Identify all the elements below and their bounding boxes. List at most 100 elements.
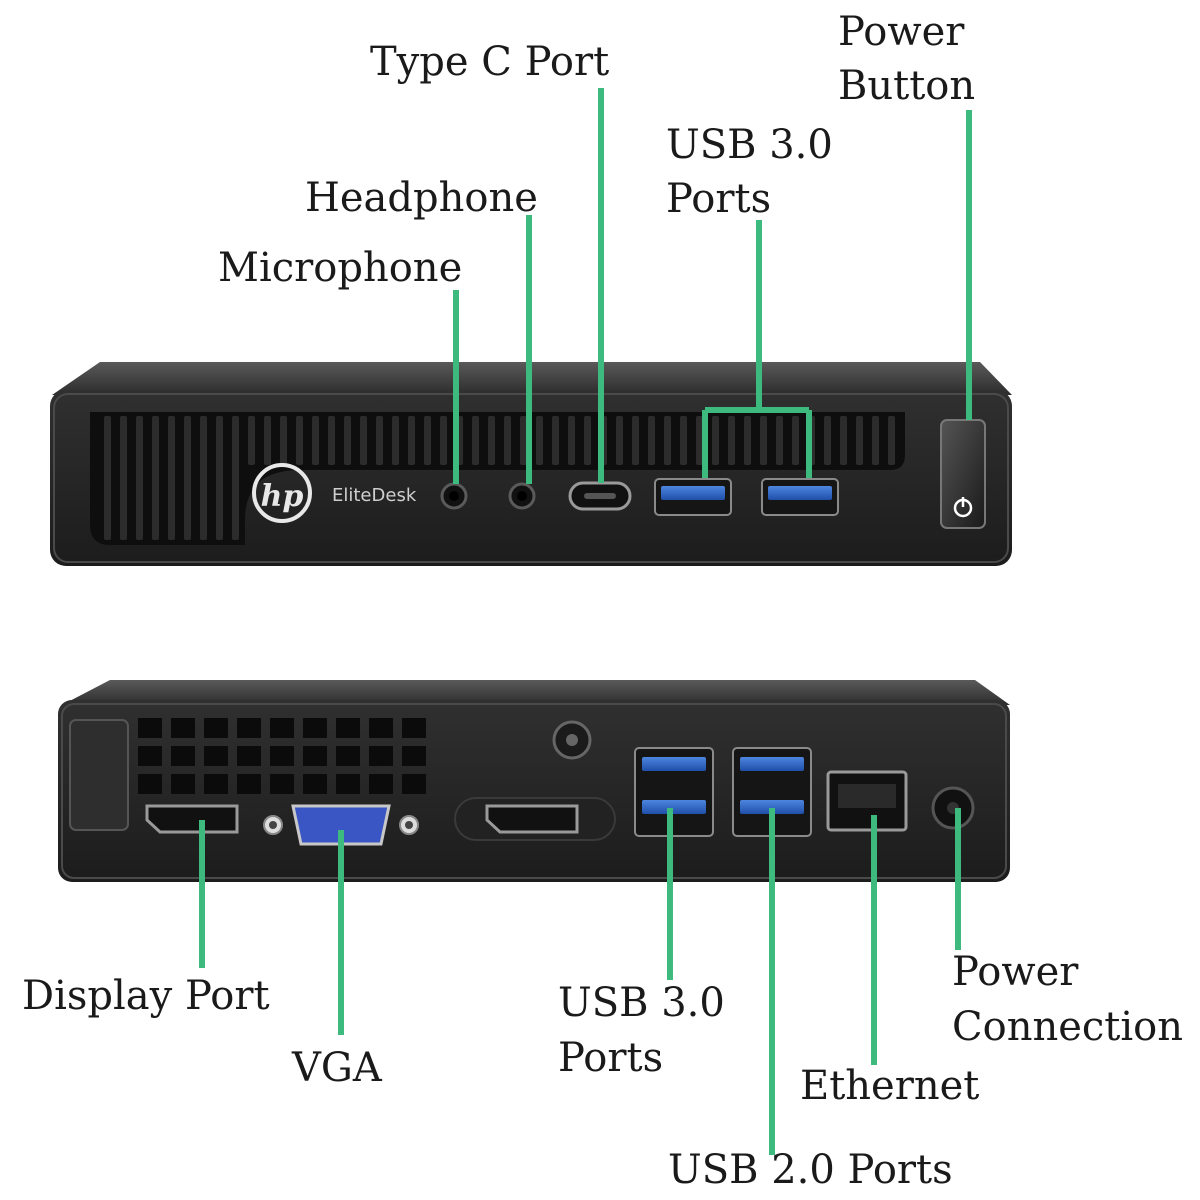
rear-vent-hole <box>336 774 360 794</box>
vent-slot <box>680 416 687 465</box>
front-usb30-leader-line <box>702 220 812 478</box>
svg-text:hp: hp <box>261 479 304 514</box>
vent-slot <box>856 416 863 465</box>
headphone-jack <box>508 482 536 510</box>
ethernet-label: Ethernet <box>800 1063 980 1109</box>
vent-slot <box>344 416 351 465</box>
vent-slot <box>728 416 735 465</box>
rear-vent-hole <box>171 718 195 738</box>
power-connection-label-line-2: Connection <box>952 1004 1183 1050</box>
vent-slot <box>264 416 271 465</box>
rear-vent-hole <box>138 746 162 766</box>
microphone-jack <box>440 482 468 510</box>
rear-vent-hole <box>336 746 360 766</box>
type-c-port <box>568 481 632 511</box>
vent-slot <box>504 416 511 465</box>
power-button <box>940 419 986 529</box>
usb20-label: USB 2.0 Ports <box>668 1147 953 1193</box>
vent-slot <box>632 416 639 465</box>
vent-slot <box>888 416 895 465</box>
vent-slot <box>424 416 431 465</box>
headphone-label: Headphone <box>305 175 538 221</box>
rear-vent-hole <box>303 718 327 738</box>
rear-vent-hole <box>204 746 228 766</box>
type-c-port-label: Type C Port <box>370 39 610 85</box>
power-button-label-line-2: Button <box>838 63 976 109</box>
rear-vent-hole <box>237 718 261 738</box>
rear-vent-hole <box>303 774 327 794</box>
front-usb30-label-line-2: Ports <box>666 176 772 222</box>
vent-slot <box>664 416 671 465</box>
vent-slot <box>168 416 175 540</box>
vent-slot <box>440 416 447 465</box>
vent-slot <box>744 416 751 465</box>
rear-vent-hole <box>369 774 393 794</box>
rear-display-port <box>145 804 239 834</box>
vent-slot <box>248 416 255 465</box>
rear-vent-hole <box>402 774 426 794</box>
vent-slot <box>792 416 799 465</box>
rear-usb30-label-line-1: USB 3.0 <box>558 980 725 1026</box>
vent-slot <box>872 416 879 465</box>
vent-slot <box>136 416 143 540</box>
vent-slot <box>104 416 111 540</box>
vent-slot <box>616 416 623 465</box>
rear-usb30-ports <box>634 747 714 837</box>
vent-slot <box>184 416 191 540</box>
display-port-label: Display Port <box>22 973 270 1019</box>
usb20-ports <box>732 747 812 837</box>
rear-vent-hole <box>402 746 426 766</box>
front-usb30-label-line-1: USB 3.0 <box>666 122 833 168</box>
security-screw <box>552 720 592 760</box>
vent-slot <box>408 416 415 465</box>
vent-slot <box>152 416 159 540</box>
rear-vent-hole <box>402 718 426 738</box>
rear-vent-hole <box>369 746 393 766</box>
rear-vent-hole <box>171 774 195 794</box>
vga-label: VGA <box>292 1045 382 1091</box>
power-button-label-line-1: Power <box>838 9 965 55</box>
vent-slot <box>360 416 367 465</box>
vent-slot <box>520 416 527 465</box>
vent-slot <box>232 416 239 540</box>
vent-slot <box>696 416 703 465</box>
vent-slot <box>584 416 591 465</box>
vent-slot <box>568 416 575 465</box>
front-vent-grille <box>90 412 905 545</box>
front-usb30-port-1 <box>654 478 732 516</box>
vent-slot <box>824 416 831 465</box>
vga-port <box>263 804 419 846</box>
model-name: EliteDesk <box>332 485 417 506</box>
rear-vent-hole <box>237 746 261 766</box>
vent-slot <box>536 416 543 465</box>
rear-vent-hole <box>138 774 162 794</box>
rear-vent-hole <box>237 774 261 794</box>
rear-vent-hole <box>303 746 327 766</box>
rear-usb30-label-line-2: Ports <box>558 1035 664 1081</box>
vent-slot <box>392 416 399 465</box>
vent-slot <box>312 416 319 465</box>
vent-slot <box>760 416 767 465</box>
vent-slot <box>648 416 655 465</box>
microphone-label: Microphone <box>218 245 463 291</box>
rear-vent-grille <box>138 718 426 794</box>
rear-vent-hole <box>171 746 195 766</box>
vent-slot <box>840 416 847 465</box>
rear-vent-hole <box>270 718 294 738</box>
vent-slot <box>216 416 223 540</box>
vent-slot <box>328 416 335 465</box>
vent-slot <box>488 416 495 465</box>
rear-vent-hole <box>138 718 162 738</box>
rear-vent-hole <box>369 718 393 738</box>
vent-slot <box>200 416 207 540</box>
rear-vent-hole <box>204 774 228 794</box>
vent-slot <box>296 416 303 465</box>
power-connector <box>931 786 975 830</box>
vent-slot <box>280 416 287 465</box>
vent-slot <box>472 416 479 465</box>
rear-vent-hole <box>336 718 360 738</box>
vent-slot <box>776 416 783 465</box>
rear-display-port-2 <box>454 797 616 841</box>
front-usb30-port-2 <box>761 478 839 516</box>
